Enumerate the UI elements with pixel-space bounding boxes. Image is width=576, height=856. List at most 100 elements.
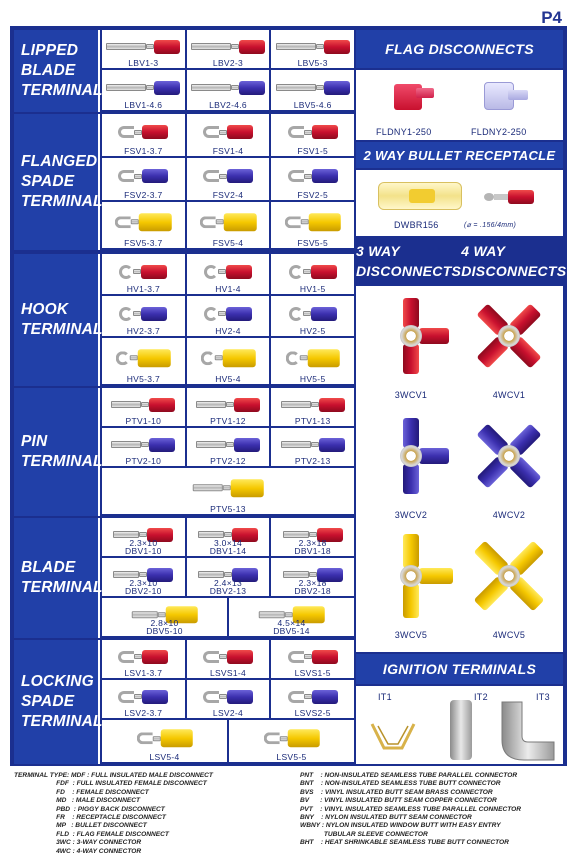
product-code: 4.5×14 DBV5-14 [273,618,310,636]
product-code: LSV2-3.7 [124,708,163,718]
product-cell: HV2-5 [271,296,355,338]
product-cell: LSV1-3.7 [102,640,187,680]
product-code: FSV1-3.7 [124,146,163,156]
disconnect-code: 3WCV5 [394,630,428,640]
product-cell: FSV1-3.7 [102,114,187,158]
terminal-image [203,169,253,184]
bullet-receptacle-header: 2 WAY BULLET RECEPTACLE [356,142,563,168]
product-cell: HV5-5 [271,338,355,386]
disconnect-code: 4WCV2 [492,510,526,520]
category-title: BLADE TERMINALS [21,559,114,596]
ignition-terminals-title: IGNITION TERMINALS [382,661,537,677]
ignition-clip-image [370,723,416,750]
product-row: 2.8×10 DBV5-10 4.5×14 DBV5-14 [102,598,354,638]
product-cell: 2.3×10 DBV2-10 [102,558,187,598]
category-title: FLANGED SPADE TERMINALS [21,153,114,210]
terminal-image [116,349,171,367]
bullet-item-label: DWBR156 [394,220,439,230]
product-cell: LBV2-3 [186,30,272,70]
product-cell: FSV5-3.7 [102,202,187,250]
terminal-image [287,649,338,664]
product-cell: FSV2-4 [186,158,272,202]
product-code: LSV5-4 [149,752,180,762]
terminal-image [275,39,350,54]
terminal-image [199,213,257,231]
terminal-image [118,689,169,704]
bullet-receptacle-panel: DWBR156 (⌀ = .156/4mm) [356,170,563,236]
product-code: HV5-4 [215,374,241,384]
terminal-image [287,169,338,184]
terminal-image [131,605,198,624]
category-label-flanged: FLANGED SPADE TERMINALS [14,114,113,250]
product-code: LBV2-3 [212,58,244,68]
category-title: LOCKING SPADE TERMINAL [21,673,103,730]
ignition-item-label-2: IT2 [474,692,488,702]
product-code: 2.3×10 DBV2-10 [125,578,162,596]
product-cell: FSV1-5 [271,114,355,158]
product-code: LSV2-4 [212,708,244,718]
three-way-title: 3 WAY DISCONNECTS [356,243,462,279]
product-row: FSV1-3.7 FSV1-4 FSV1-5 [102,114,355,158]
terminal-image [136,729,193,748]
page-number: P4 [541,8,562,27]
product-code: PTV5-13 [210,504,246,514]
terminal-image [196,437,260,452]
product-code: LBV5-3 [297,58,328,68]
product-cell: LBV2-4.6 [186,70,272,112]
bullet-pin-image [484,190,534,204]
product-cell: 2.3×18 DBV2-18 [271,558,355,598]
product-code: HV1-4 [215,284,241,294]
product-code: FSV2-4 [212,190,244,200]
way-disconnects-header: 3 WAY DISCONNECTS 4 WAY DISCONNECTS [356,238,567,284]
disconnect-code: 3WCV1 [394,390,428,400]
product-cell: PTV2-13 [271,428,355,468]
product-cell: PTV1-12 [186,388,272,428]
product-cell: HV5-4 [186,338,272,386]
terminal-image [258,605,325,624]
product-code: PTV1-12 [210,416,246,426]
terminal-image [196,397,260,412]
disconnect-item: 4WCV5 [464,526,554,644]
category-label-locking: LOCKING SPADE TERMINAL [14,640,103,764]
product-code: HV2-4 [215,326,241,336]
terminal-image [118,649,169,664]
terminal-image [115,213,172,231]
product-code: HV5-5 [299,374,326,384]
terminal-image [119,264,168,279]
product-code: HV1-3.7 [126,284,160,294]
product-cell: FSV2-3.7 [102,158,187,202]
ignition-terminals-panel: IT1 IT2 IT3 [356,686,563,764]
product-code: FSV2-5 [297,190,328,200]
product-cell: PTV1-13 [271,388,355,428]
terminal-image [118,125,169,140]
product-code: 2.8×10 DBV5-10 [146,618,183,636]
bullet-diameter-note: (⌀ = .156/4mm) [464,222,517,229]
terminal-image [203,125,253,140]
product-code: PTV2-12 [210,456,246,466]
product-code: FSV5-5 [297,238,328,248]
product-code: FSV1-4 [212,146,244,156]
product-code: LBV1-4.6 [124,100,163,110]
product-code: HV2-5 [299,326,326,336]
flag-connector-red-image [394,78,434,114]
product-cell: HV1-4 [186,254,272,296]
flag-connector-clear-image [484,78,528,114]
terminal-image [113,567,174,582]
product-cell: HV1-3.7 [102,254,187,296]
product-cell: PTV2-10 [102,428,187,468]
flag-disconnects-header: FLAG DISCONNECTS [356,30,563,68]
product-cell: FSV1-4 [186,114,272,158]
four-way-title: 4 WAY DISCONNECTS [461,243,567,279]
product-code: PTV1-13 [294,416,331,426]
product-code: 2.3×18 DBV2-18 [294,578,331,596]
